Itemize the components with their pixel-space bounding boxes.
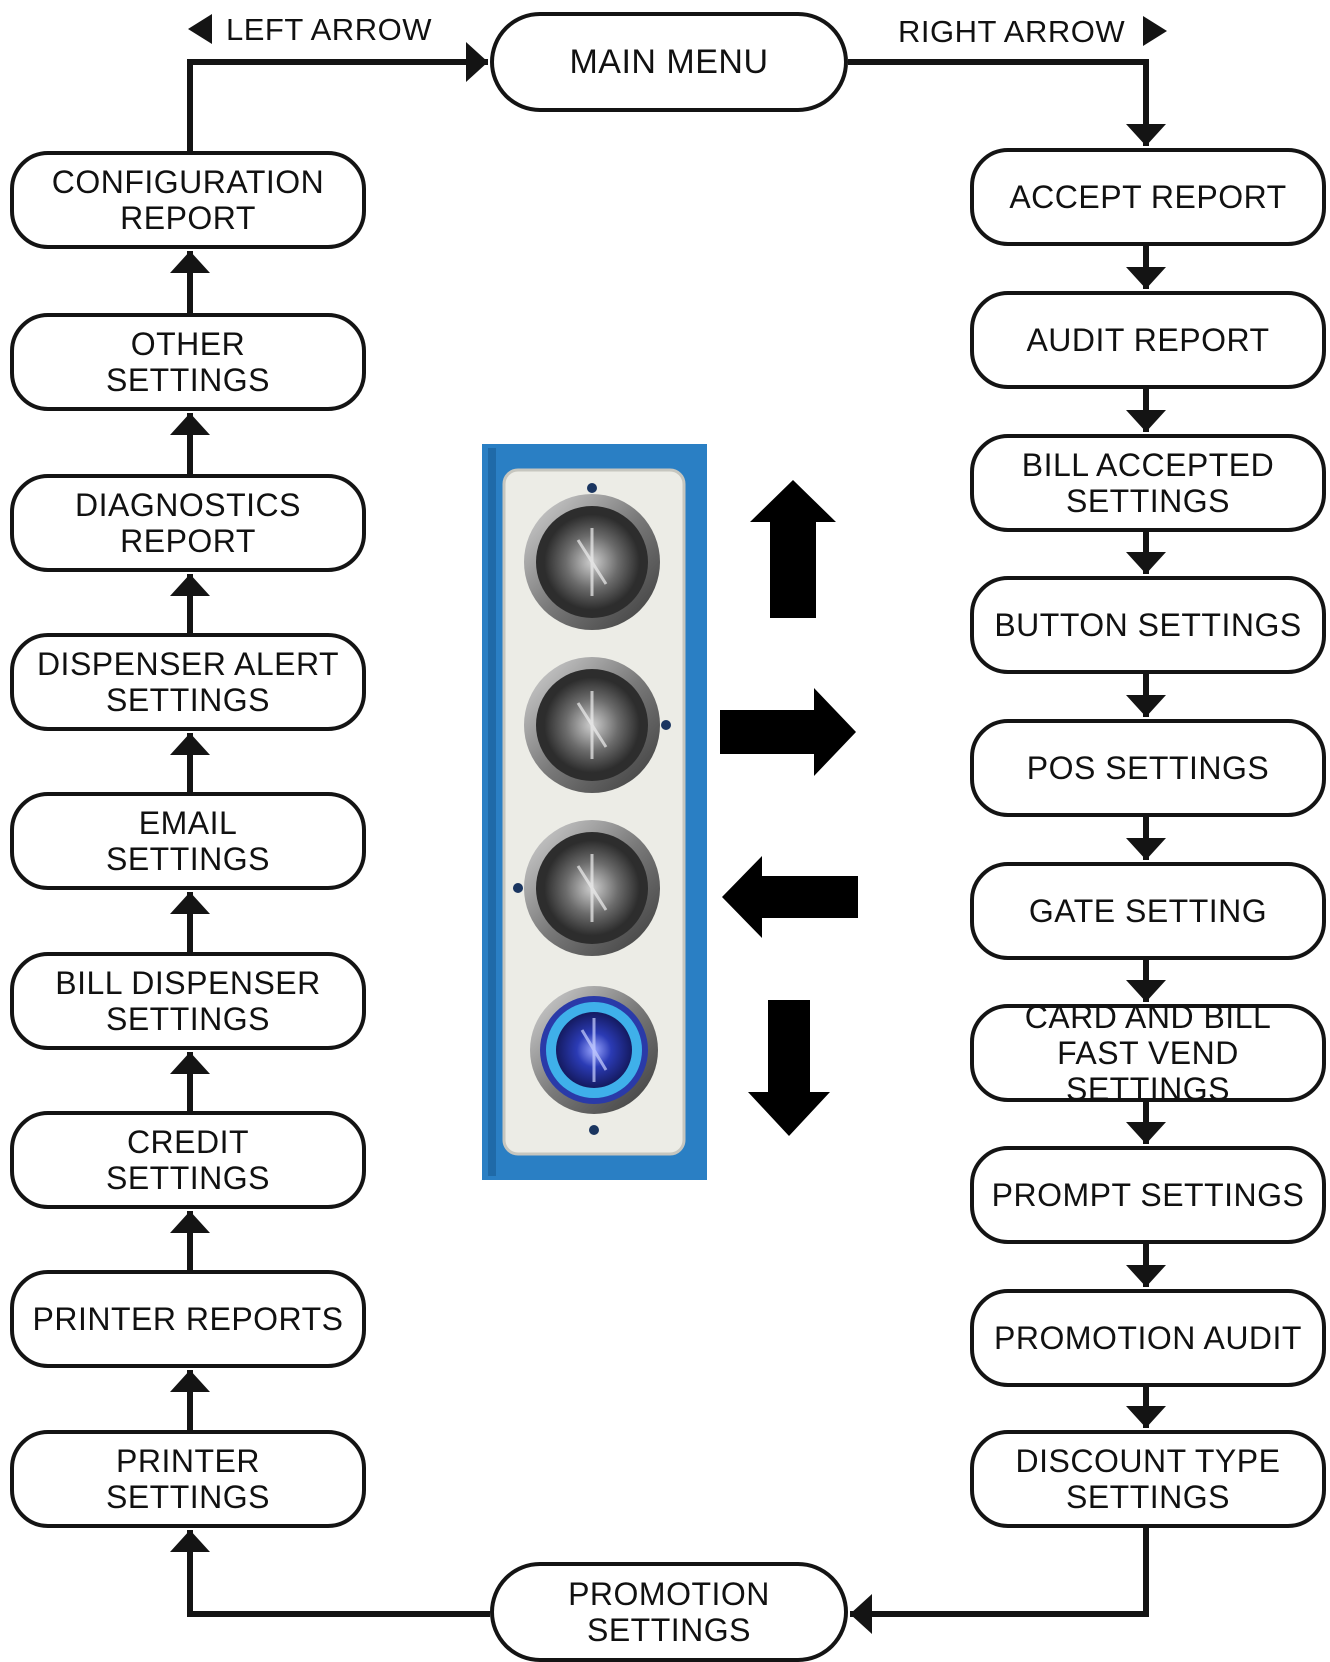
node-label: PROMOTION AUDIT xyxy=(994,1320,1302,1356)
right-node-promotion-audit[interactable]: PROMOTION AUDIT xyxy=(970,1289,1326,1387)
left-arrow-text: LEFT ARROW xyxy=(226,12,432,47)
left-node-bill-dispenser-settings[interactable]: BILL DISPENSER SETTINGS xyxy=(10,952,366,1050)
main-to-right-connector xyxy=(848,59,1149,146)
arrowhead xyxy=(170,251,210,273)
left-to-main-connector xyxy=(187,59,488,151)
node-label: AUDIT REPORT xyxy=(1026,322,1270,358)
node-label: DISPENSER ALERT SETTINGS xyxy=(36,646,340,718)
right-node-button-settings[interactable]: BUTTON SETTINGS xyxy=(970,576,1326,674)
main-menu-label: MAIN MENU xyxy=(569,43,769,81)
arrowhead xyxy=(170,892,210,914)
left-node-configuration-report[interactable]: CONFIGURATION REPORT xyxy=(10,151,366,249)
node-label: BILL DISPENSER SETTINGS xyxy=(55,965,321,1037)
main-menu-node[interactable]: MAIN MENU xyxy=(490,12,848,112)
node-label: OTHER SETTINGS xyxy=(105,326,270,398)
button-panel xyxy=(482,444,707,1180)
right-node-prompt-settings[interactable]: PROMPT SETTINGS xyxy=(970,1146,1326,1244)
arrowhead xyxy=(170,574,210,596)
node-label: BILL ACCEPTED SETTINGS xyxy=(1021,447,1275,519)
arrowhead xyxy=(1126,695,1166,717)
right-arrow-icon xyxy=(720,688,856,776)
left-arrow-label: LEFT ARROW xyxy=(186,12,432,48)
left-node-email-settings[interactable]: EMAIL SETTINGS xyxy=(10,792,366,890)
left-arrow-icon xyxy=(722,856,858,938)
right-node-pos-settings[interactable]: POS SETTINGS xyxy=(970,719,1326,817)
right-arrow-text: RIGHT ARROW xyxy=(898,14,1126,49)
node-label: CARD AND BILL FAST VEND SETTINGS xyxy=(1024,999,1272,1107)
left-node-other-settings[interactable]: OTHER SETTINGS xyxy=(10,313,366,411)
arrowhead xyxy=(1126,980,1166,1002)
right-node-audit-report[interactable]: AUDIT REPORT xyxy=(970,291,1326,389)
arrowhead xyxy=(1126,552,1166,574)
arrowhead xyxy=(1126,267,1166,289)
down-arrow-icon xyxy=(748,1000,830,1136)
arrowhead xyxy=(1126,1406,1166,1428)
arrowhead xyxy=(170,1370,210,1392)
panel-plate xyxy=(502,468,686,1156)
arrowhead xyxy=(1126,1265,1166,1287)
left-node-printer-settings[interactable]: PRINTER SETTINGS xyxy=(10,1430,366,1528)
node-label: PRINTER SETTINGS xyxy=(105,1443,270,1515)
arrowhead xyxy=(170,1530,210,1552)
right-node-bill-accepted-settings[interactable]: BILL ACCEPTED SETTINGS xyxy=(970,434,1326,532)
node-label: GATE SETTING xyxy=(1028,893,1268,929)
arrowhead xyxy=(1126,1122,1166,1144)
arrowhead xyxy=(170,733,210,755)
arrowhead xyxy=(1126,838,1166,860)
right-arrow-label: RIGHT ARROW xyxy=(898,14,1169,50)
promotion-settings-label: PROMOTION SETTINGS xyxy=(568,1576,770,1648)
up-button[interactable] xyxy=(524,494,660,630)
node-label: DIAGNOSTICS REPORT xyxy=(75,487,301,559)
left-node-credit-settings[interactable]: CREDIT SETTINGS xyxy=(10,1111,366,1209)
node-label: PROMPT SETTINGS xyxy=(991,1177,1305,1213)
bottom-to-left-connector xyxy=(187,1530,490,1617)
arrowhead xyxy=(1126,124,1166,146)
arrowhead xyxy=(170,1211,210,1233)
arrowhead xyxy=(466,42,488,82)
right-node-discount-type-settings[interactable]: DISCOUNT TYPE SETTINGS xyxy=(970,1430,1326,1528)
node-label: CREDIT SETTINGS xyxy=(105,1124,270,1196)
arrowhead xyxy=(1126,410,1166,432)
right-node-card-and-bill-fast-vend-settings[interactable]: CARD AND BILL FAST VEND SETTINGS xyxy=(970,999,1326,1107)
right-button[interactable] xyxy=(524,657,660,793)
promotion-settings-node[interactable]: PROMOTION SETTINGS xyxy=(490,1562,848,1662)
triangle-right-icon xyxy=(1143,16,1168,46)
arrowhead xyxy=(850,1594,872,1634)
left-button[interactable] xyxy=(524,820,660,956)
node-label: BUTTON SETTINGS xyxy=(994,607,1302,643)
triangle-left-icon xyxy=(188,14,212,44)
node-label: PRINTER REPORTS xyxy=(32,1301,344,1337)
node-label: EMAIL SETTINGS xyxy=(105,805,270,877)
left-node-diagnostics-report[interactable]: DIAGNOSTICS REPORT xyxy=(10,474,366,572)
left-node-printer-reports[interactable]: PRINTER REPORTS xyxy=(10,1270,366,1368)
arrowhead xyxy=(170,1052,210,1074)
right-node-accept-report[interactable]: ACCEPT REPORT xyxy=(970,148,1326,246)
down-button[interactable] xyxy=(530,986,658,1114)
node-label: ACCEPT REPORT xyxy=(1009,179,1287,215)
right-to-bottom-connector xyxy=(850,1528,1149,1617)
left-node-dispenser-alert-settings[interactable]: DISPENSER ALERT SETTINGS xyxy=(10,633,366,731)
up-arrow-icon xyxy=(750,480,836,618)
arrowhead xyxy=(170,413,210,435)
right-node-gate-setting[interactable]: GATE SETTING xyxy=(970,862,1326,960)
node-label: DISCOUNT TYPE SETTINGS xyxy=(1015,1443,1281,1515)
node-label: CONFIGURATION REPORT xyxy=(51,164,325,236)
node-label: POS SETTINGS xyxy=(1026,750,1270,786)
